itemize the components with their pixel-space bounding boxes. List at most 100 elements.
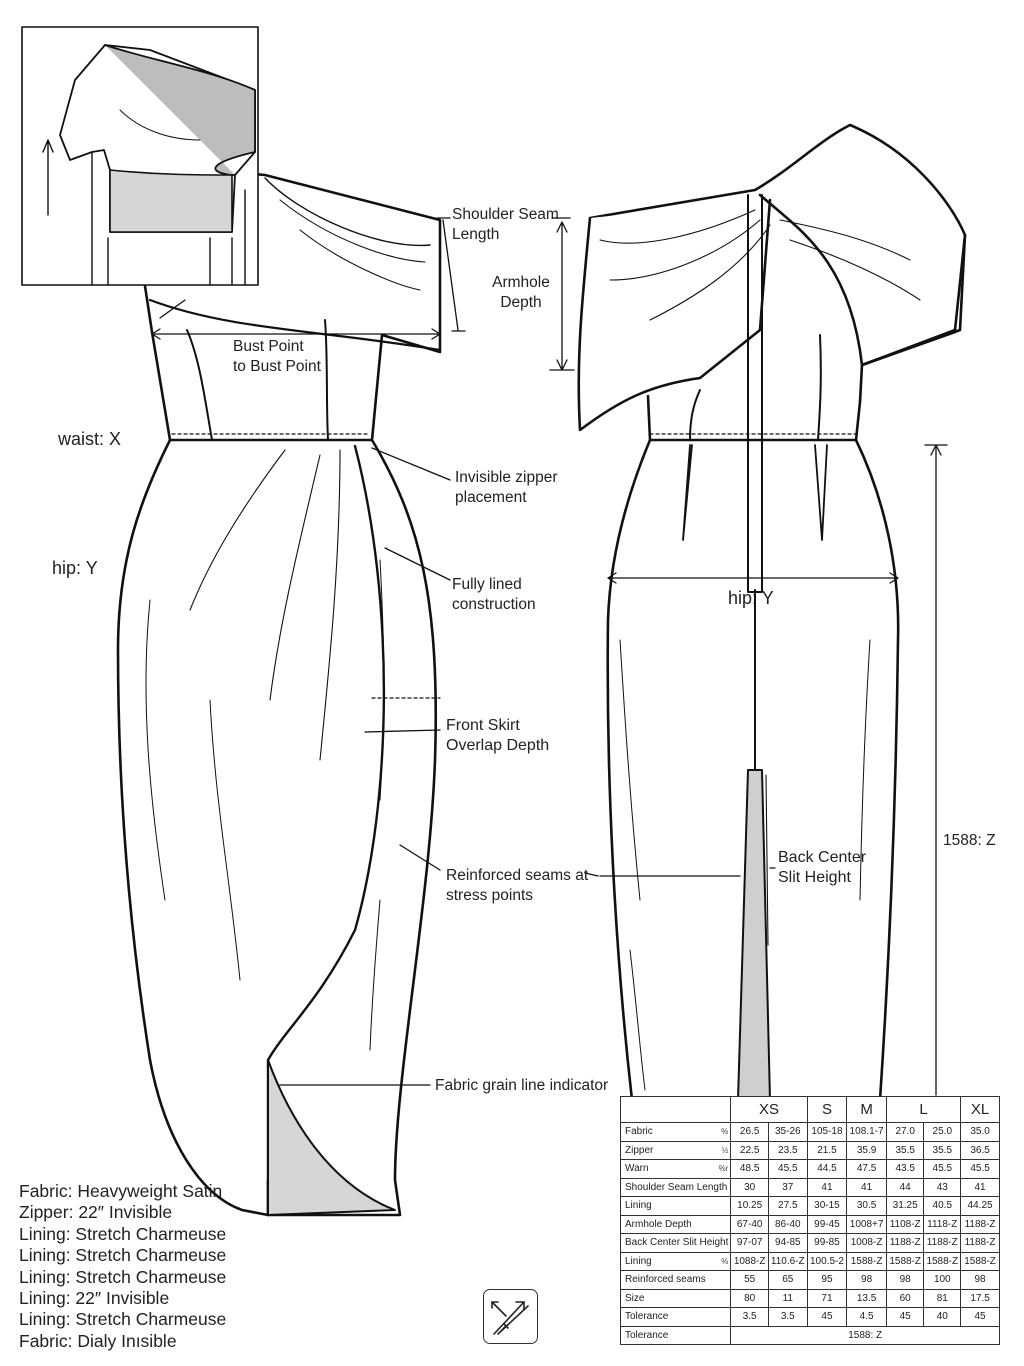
table-cell: 37 [767, 1177, 808, 1197]
table-cell: 11 [767, 1288, 808, 1308]
table-cell: 1088-Z [730, 1251, 769, 1271]
table-cell: 81 [923, 1288, 962, 1308]
note-line: Lining: Stretch Charmeuse [19, 1245, 227, 1266]
note-line: Zipper: 22″ Invisible [19, 1202, 173, 1223]
row-label: Lining [619, 1251, 711, 1271]
overlap-line1: Front Skirt [446, 717, 520, 734]
slit-line2: Slit Height [778, 869, 851, 886]
table-cell: 13.5 [846, 1288, 887, 1308]
spec-notes: Fabric: Heavyweight Satin Zipper: 22″ In… [19, 1181, 226, 1352]
table-cell: 1588-Z [960, 1251, 1000, 1271]
table-cell: 41 [846, 1177, 887, 1197]
table-cell: 1188-Z [885, 1233, 925, 1253]
table-cell: 67-40 [730, 1214, 769, 1234]
header-xl: XL [960, 1096, 1000, 1123]
row-label: Back Center Slit Height [619, 1233, 732, 1253]
table-cell: 1588-Z [846, 1251, 887, 1271]
slit-label: Back Center Slit Height [778, 848, 866, 888]
table-cell: 45 [960, 1307, 1000, 1327]
table-cell: 45.5 [923, 1159, 962, 1179]
table-cell: 1188-Z [923, 1233, 962, 1253]
hip-front-label: hip: Y [52, 558, 98, 578]
bust-label: Bust Point to Bust Point [233, 337, 321, 377]
table-cell: 1008+7 [846, 1214, 887, 1234]
table-cell: 98 [960, 1270, 1000, 1290]
row-label: Tolerance [619, 1307, 732, 1327]
table-cell: 100 [923, 1270, 962, 1290]
table-cell: 47.5 [846, 1159, 887, 1179]
header-blank [619, 1096, 732, 1123]
table-cell: 35.0 [960, 1122, 1000, 1142]
note-line: Fabric: Heavyweight Satin [19, 1181, 223, 1201]
table-cell: 45.5 [767, 1159, 808, 1179]
table-cell: 98 [885, 1270, 925, 1290]
table-cell: 10.25 [730, 1196, 769, 1216]
table-cell: 45.5 [960, 1159, 1000, 1179]
zipper-line1: Invisible zipper [455, 469, 558, 486]
detail-inset [21, 26, 259, 286]
table-cell: 35.9 [846, 1140, 887, 1160]
front-dress-outline [116, 170, 442, 1217]
row-label: Armhole Depth [619, 1214, 732, 1234]
grain-arrow-icon [483, 1289, 538, 1344]
row-unit: % [710, 1251, 732, 1271]
table-cell: 44 [885, 1177, 925, 1197]
grain-label: Fabric grain line indicator [435, 1077, 609, 1094]
hip-back-label: hip: Y [728, 588, 774, 608]
header-l: L [885, 1096, 962, 1123]
table-cell: 36.5 [960, 1140, 1000, 1160]
note-line: Lining: Stretch Charmeuse [19, 1309, 227, 1330]
row-label: Reinforced seams [619, 1270, 732, 1290]
table-cell: 30 [730, 1177, 769, 1197]
table-cell: 44.25 [960, 1196, 1000, 1216]
table-cell: 27.0 [885, 1122, 925, 1142]
table-cell: 60 [885, 1288, 925, 1308]
table-cell: 23.5 [767, 1140, 808, 1160]
table-cell: 45 [885, 1307, 925, 1327]
table-cell: 45 [806, 1307, 848, 1327]
reinforced-line2: stress points [446, 887, 534, 904]
zipper-line2: placement [455, 489, 527, 506]
row-unit: % [710, 1122, 732, 1142]
table-cell: 80 [730, 1288, 769, 1308]
row-label: Fabric [619, 1122, 711, 1142]
table-cell: 40 [923, 1307, 962, 1327]
row-label: Warn [619, 1159, 711, 1179]
table-cell: 31.25 [885, 1196, 925, 1216]
armhole-label: Armhole Depth [490, 273, 552, 313]
header-s: S [806, 1096, 848, 1123]
table-cell: 40.5 [923, 1196, 962, 1216]
table-cell: 1108-Z [885, 1214, 925, 1234]
table-cell: 98 [846, 1270, 887, 1290]
table-cell: 43.5 [885, 1159, 925, 1179]
table-cell: 86-40 [767, 1214, 808, 1234]
table-cell: 35.5 [885, 1140, 925, 1160]
lined-line2: construction [452, 596, 536, 613]
reinforced-label: Reinforced seams at stress points [446, 866, 588, 906]
table-cell: 110.6-Z [767, 1251, 808, 1271]
note-line: Lining: Stretch Charmeuse [19, 1266, 227, 1287]
table-cell: 65 [767, 1270, 808, 1290]
shoulder-seam-line2: Length [452, 226, 500, 243]
table-cell: 3.5 [730, 1307, 769, 1327]
footer-value: 1588: Z [730, 1325, 1000, 1345]
note-line: Fabric: Dialy Inısible [19, 1330, 177, 1351]
table-cell: 97-07 [730, 1233, 769, 1253]
bust-line1: Bust Point [233, 338, 304, 355]
table-cell: 4.5 [846, 1307, 887, 1327]
table-cell: 1118-Z [923, 1214, 962, 1234]
row-label: Shoulder Seam Length [619, 1177, 732, 1197]
table-cell: 1188-Z [960, 1233, 1000, 1253]
armhole-line1: Armhole [492, 274, 550, 291]
table-cell: 43 [923, 1177, 962, 1197]
table-cell: 22.5 [730, 1140, 769, 1160]
table-cell: 94-85 [767, 1233, 808, 1253]
